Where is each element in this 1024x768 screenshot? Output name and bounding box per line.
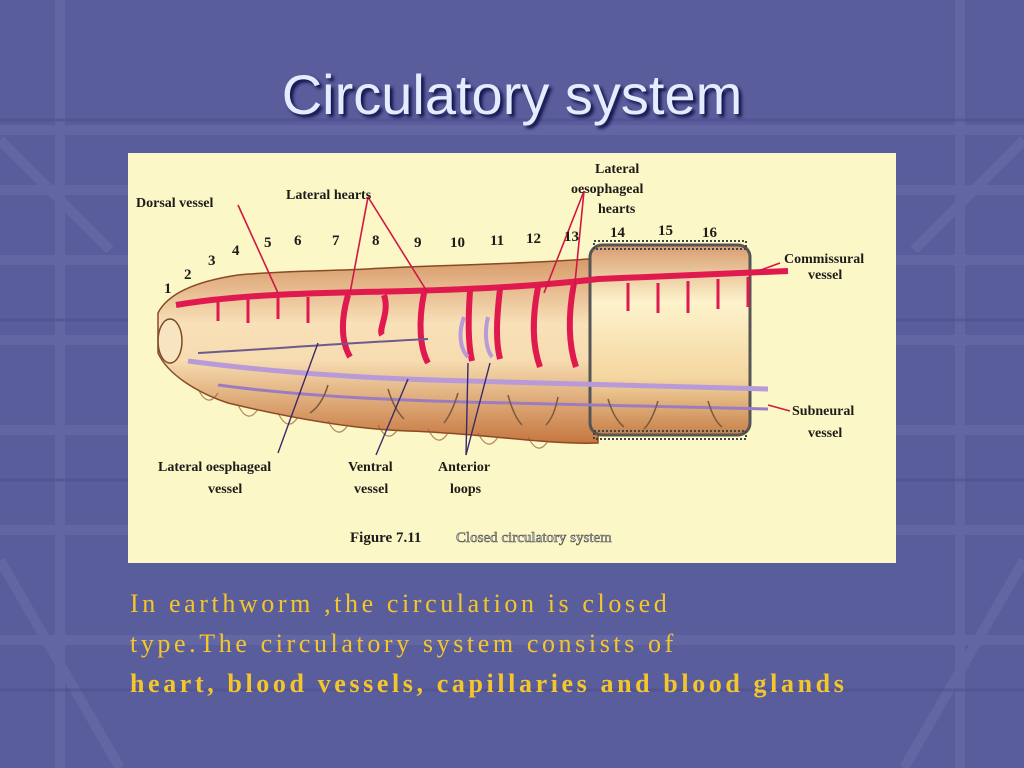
segment-number: 14	[610, 225, 626, 241]
anterior-loops	[458, 316, 494, 359]
label-anterior-loops-2: loops	[450, 482, 482, 497]
label-lateral-oesophageal-hearts-3: hearts	[598, 202, 636, 217]
body-line-1: In earthworm ,the circulation is closed	[130, 589, 671, 618]
earthworm-circulatory-figure: Dorsal vessel Lateral hearts Lateral oes…	[128, 153, 896, 563]
label-dorsal-vessel: Dorsal vessel	[136, 196, 213, 211]
dorsal-vessel	[175, 268, 789, 308]
segment-number: 5	[264, 235, 272, 251]
body-bold-text: heart, blood vessels, capillaries and bl…	[130, 669, 848, 698]
label-ventral-vessel-2: vessel	[354, 482, 388, 497]
label-subneural-vessel-1: Subneural	[792, 404, 854, 419]
label-lateral-hearts: Lateral hearts	[286, 188, 372, 203]
segment-number: 2	[184, 267, 192, 283]
segment-number: 1	[164, 281, 172, 297]
segment-number: 6	[294, 233, 302, 249]
label-subneural-vessel-2: vessel	[808, 426, 842, 441]
body-paragraph: In earthworm ,the circulation is closed …	[130, 584, 890, 704]
segment-number: 12	[526, 231, 541, 247]
segment-number: 11	[490, 233, 504, 249]
segment-number: 16	[702, 225, 718, 241]
subneural-vessel	[217, 383, 769, 411]
body-line-2: type.The circulatory system consists of	[130, 629, 677, 658]
label-anterior-loops-1: Anterior	[438, 460, 490, 475]
segment-number: 10	[450, 235, 465, 251]
segment-number: 9	[414, 235, 422, 251]
segment-number: 4	[232, 243, 240, 259]
label-commissural-vessel-2: vessel	[808, 268, 842, 283]
figure-caption-text: Closed circulatory system	[456, 530, 612, 546]
segment-number: 13	[564, 229, 579, 245]
label-lateral-oesophageal-vessel-2: vessel	[208, 482, 242, 497]
segment-number: 7	[332, 233, 340, 249]
lateral-oesophageal-vessel-line	[197, 338, 429, 354]
segment-number: 8	[372, 233, 380, 249]
label-lateral-oesophageal-vessel-1: Lateral oesphageal	[158, 460, 271, 475]
figure-caption-number: Figure 7.11	[350, 530, 421, 546]
label-ventral-vessel-1: Ventral	[348, 460, 393, 475]
worm-body-anterior	[157, 258, 599, 444]
slide-title: Circulatory system	[281, 63, 743, 126]
label-lateral-oesophageal-hearts-1: Lateral	[595, 162, 639, 177]
lateral-hearts	[339, 282, 579, 369]
worm-mouth	[157, 318, 183, 364]
segment-numbers: 1 2 3 4 5 6 7 8 9 10 11 12 13 14 15 16	[164, 223, 718, 297]
earthworm-diagram: Dorsal vessel Lateral hearts Lateral oes…	[136, 162, 864, 546]
segment-number: 15	[658, 223, 673, 239]
label-commissural-vessel-1: Commissural	[784, 252, 864, 267]
label-lateral-oesophageal-hearts-2: oesophageal	[571, 182, 643, 197]
segment-number: 3	[208, 253, 216, 269]
